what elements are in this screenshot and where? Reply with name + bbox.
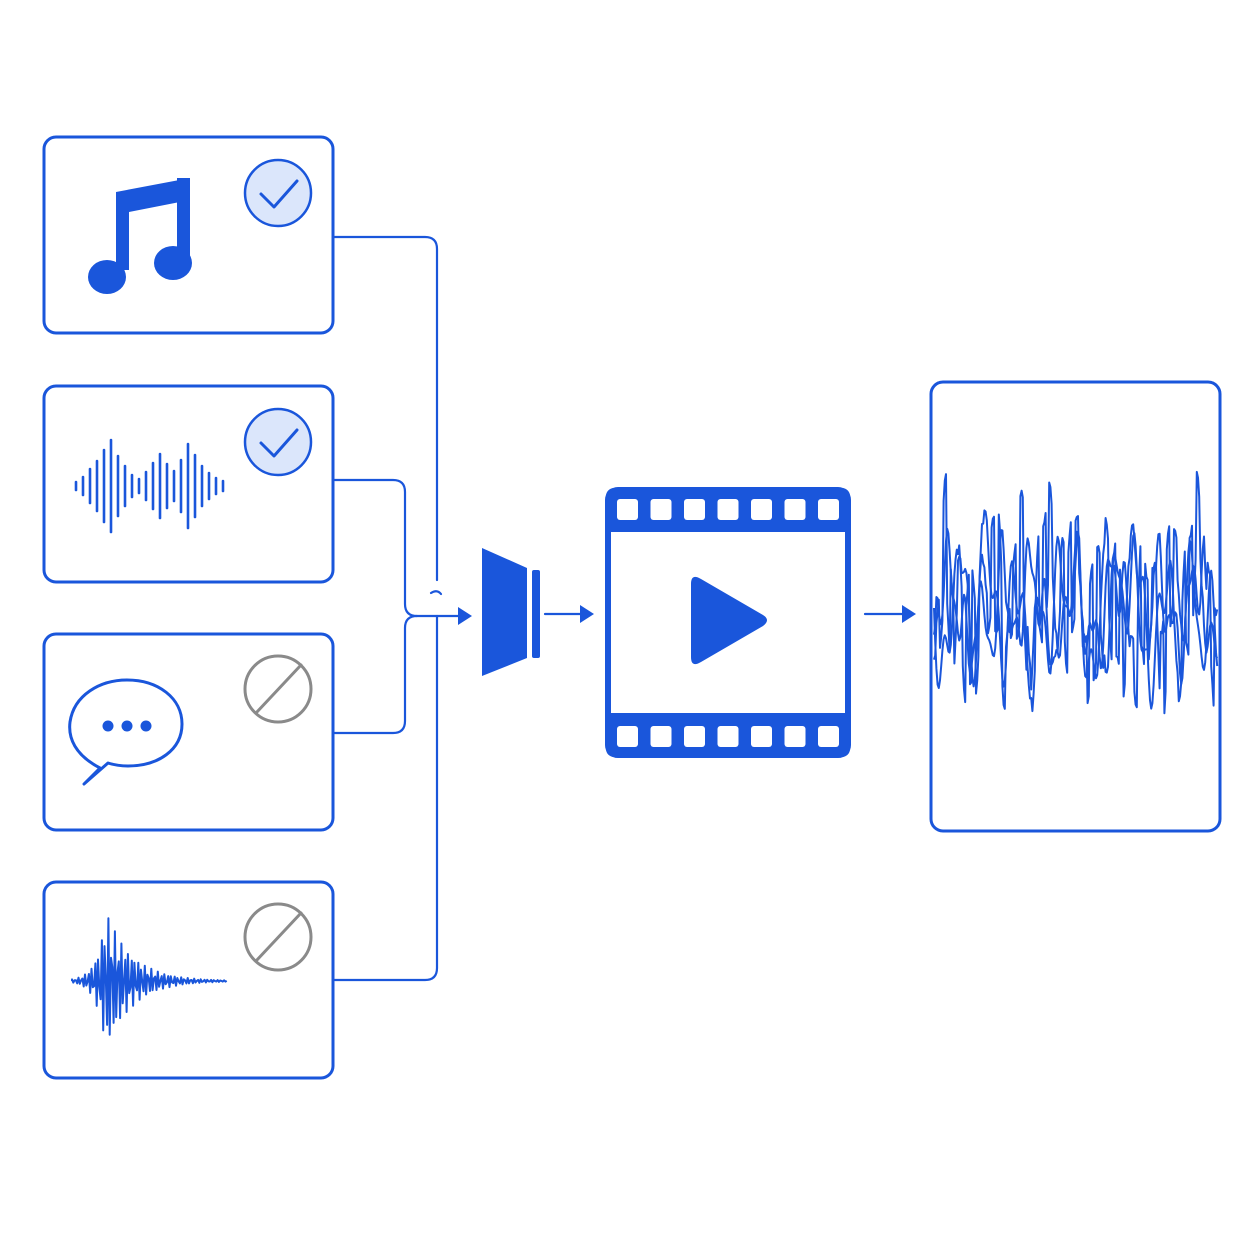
music-note-icon <box>88 178 192 294</box>
sound-burst-icon <box>71 917 228 1036</box>
video-film-play-icon[interactable] <box>605 487 851 758</box>
mixed-wave-line <box>933 513 1219 710</box>
input-card-speech[interactable] <box>42 384 335 584</box>
film-hole <box>784 499 806 520</box>
film-hole <box>617 499 638 520</box>
play-icon <box>691 576 767 665</box>
connector-lines <box>331 235 472 982</box>
film-hole <box>717 499 739 520</box>
film-hole <box>818 499 839 520</box>
input-card-music[interactable] <box>42 135 335 335</box>
film-hole <box>650 726 672 747</box>
input-card-chat[interactable] <box>42 632 335 832</box>
output-waveform-card[interactable] <box>929 380 1222 833</box>
film-hole <box>751 726 772 747</box>
film-hole <box>650 499 672 520</box>
check-circle-icon <box>243 407 313 477</box>
speech-waveform-icon <box>74 438 225 534</box>
film-hole <box>684 499 705 520</box>
mixed-waveform-icon <box>933 470 1219 715</box>
prohibited-icon <box>243 654 313 724</box>
film-hole <box>784 726 806 747</box>
speaker-icon <box>482 548 540 676</box>
chat-bubble-icon <box>68 678 184 786</box>
film-hole <box>684 726 705 747</box>
film-hole <box>717 726 739 747</box>
check-circle-icon <box>243 158 313 228</box>
sound-burst-line <box>71 917 228 1036</box>
film-hole <box>617 726 638 747</box>
prohibited-icon <box>243 902 313 972</box>
input-card-sound-effect[interactable] <box>42 880 335 1080</box>
arrow-to-video <box>543 605 594 623</box>
arrow-to-output <box>863 605 916 623</box>
film-hole <box>818 726 839 747</box>
film-hole <box>751 499 772 520</box>
